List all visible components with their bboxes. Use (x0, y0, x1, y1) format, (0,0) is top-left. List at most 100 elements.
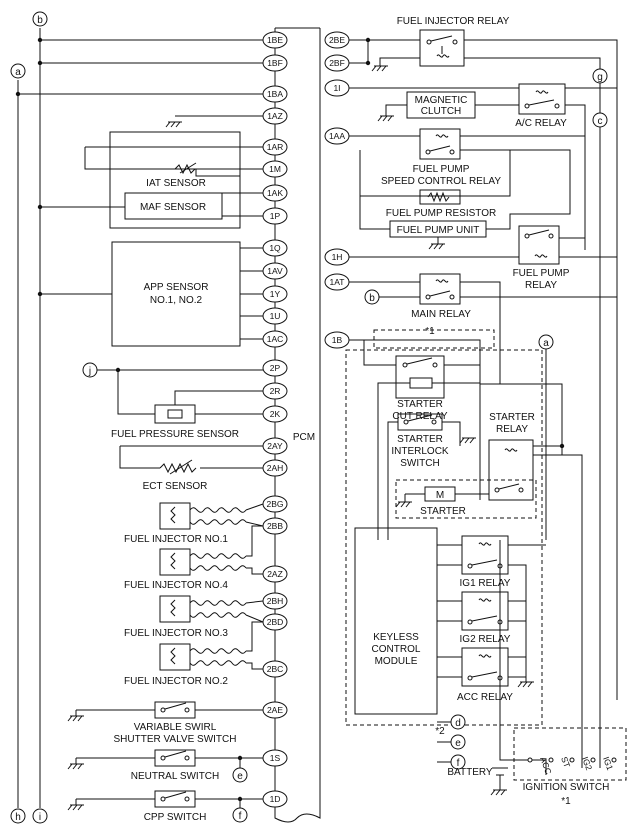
battery-ignition: BATTERY ACC ST IG2 IG1 IGNITION SWITCH *… (447, 540, 627, 807)
svg-text:1U: 1U (270, 311, 281, 321)
neutral-switch-label: NEUTRAL SWITCH (131, 771, 220, 782)
fpr-label-2: RELAY (525, 280, 557, 291)
battery-label: BATTERY (447, 767, 493, 778)
svg-text:2P: 2P (270, 363, 281, 373)
svg-text:1BE: 1BE (267, 35, 283, 45)
connector-c: c (598, 116, 603, 127)
svg-text:1AA: 1AA (329, 131, 345, 141)
interlock-label-1: STARTER (397, 434, 443, 445)
connector-b-top: b (32, 11, 48, 27)
pin-2AY: 2AY (262, 437, 288, 455)
starter-relay-label-1: STARTER (489, 412, 535, 423)
svg-text:1Y: 1Y (270, 289, 281, 299)
pcm-module: PCM (274, 27, 321, 823)
maf-sensor-label: MAF SENSOR (140, 202, 206, 213)
fpr-label-1: FUEL PUMP (513, 268, 570, 279)
pin-1M: 1M (262, 160, 288, 178)
pin-2BG: 2BG (262, 495, 288, 513)
starter-relay-label-2: RELAY (496, 424, 528, 435)
app-sensor: APP SENSOR NO.1, NO.2 (111, 241, 263, 347)
svg-text:IG2: IG2 (580, 755, 594, 772)
pin-2BF: 2BF (324, 54, 350, 72)
interlock-label-3: SWITCH (400, 458, 439, 469)
svg-text:2K: 2K (270, 409, 281, 419)
ig-relays: IG1 RELAY IG2 RELAY ACC RELAY (437, 535, 546, 703)
svg-text:1AV: 1AV (267, 266, 283, 276)
fpsc-label-1: FUEL PUMP (413, 164, 470, 175)
svg-text:a: a (15, 67, 21, 78)
app-sensor-label-1: APP SENSOR (144, 282, 209, 293)
svg-text:1AC: 1AC (267, 334, 284, 344)
connector-e-right: e (455, 738, 461, 749)
note-2: *2 (435, 726, 445, 737)
pin-1BA: 1BA (262, 85, 288, 103)
pcm-right-pins: 2BE 2BF 1I 1AA 1H 1AT 1B (324, 31, 350, 349)
pin-1AZ: 1AZ (262, 107, 288, 125)
pin-1S: 1S (262, 749, 288, 767)
kcm-label-3: MODULE (375, 656, 418, 667)
pin-1AK: 1AK (262, 184, 288, 202)
svg-text:2BB: 2BB (267, 521, 283, 531)
pin-2R: 2R (262, 382, 288, 400)
main-relay-label: MAIN RELAY (411, 309, 471, 320)
fuel-pump-speed-control-relay: FUEL PUMP SPEED CONTROL RELAY FUEL PUMP … (349, 128, 586, 250)
ignition-switch-label: IGNITION SWITCH (523, 782, 610, 793)
svg-text:2AE: 2AE (267, 705, 283, 715)
fuel-injector-relay-label: FUEL INJECTOR RELAY (397, 16, 510, 27)
fuel-pump-resistor-label: FUEL PUMP RESISTOR (386, 208, 496, 219)
starter-label: STARTER (420, 506, 466, 517)
left-bus-lines (17, 28, 41, 808)
magnetic-clutch-label-2: CLUTCH (421, 106, 462, 117)
fuel-injectors: FUEL INJECTOR NO.1 FUEL INJECTOR NO.4 FU… (124, 502, 264, 687)
pin-1H: 1H (324, 248, 350, 266)
svg-text:b: b (37, 15, 43, 26)
svg-text:1M: 1M (269, 164, 281, 174)
ignition-switch-contacts: ACC ST IG2 IG1 (527, 755, 617, 776)
iat-sensor-label: IAT SENSOR (146, 178, 206, 189)
pin-1D: 1D (262, 790, 288, 808)
pin-2P: 2P (262, 359, 288, 377)
pin-1U: 1U (262, 307, 288, 325)
ect-sensor-label: ECT SENSOR (143, 481, 208, 492)
connector-a-right: a (543, 338, 549, 349)
switches: VARIABLE SWIRL SHUTTER VALVE SWITCH e NE… (67, 701, 263, 823)
fuel-pump-relay: FUEL PUMP RELAY (349, 225, 617, 291)
fuel-pressure-sensor: j FUEL PRESSURE SENSOR (82, 362, 263, 440)
vss-label-1: VARIABLE SWIRL (134, 722, 217, 733)
cpp-switch-label: CPP SWITCH (144, 812, 207, 823)
ig1-relay-label: IG1 RELAY (460, 578, 511, 589)
pin-2AZ: 2AZ (262, 565, 288, 583)
svg-text:2BG: 2BG (266, 499, 283, 509)
svg-text:2AH: 2AH (267, 463, 284, 473)
pin-2BE: 2BE (324, 31, 350, 49)
pin-1AT: 1AT (324, 273, 350, 291)
svg-text:1AK: 1AK (267, 188, 283, 198)
magnetic-clutch-label-1: MAGNETIC (415, 95, 468, 106)
vss-label-2: SHUTTER VALVE SWITCH (114, 734, 237, 745)
pin-1Q: 1Q (262, 239, 288, 257)
pin-1P: 1P (262, 207, 288, 225)
connector-h: h (10, 808, 26, 824)
acc-relay-label: ACC RELAY (457, 692, 513, 703)
ac-relay-label: A/C RELAY (515, 118, 567, 129)
pin-2AH: 2AH (262, 459, 288, 477)
starter-area: *1 a STARTER CUT RELAY STARTER INTERLOCK… (345, 326, 583, 768)
pin-1AC: 1AC (262, 330, 288, 348)
svg-text:2AZ: 2AZ (267, 569, 283, 579)
starter-cut-relay-label-1: STARTER (397, 399, 443, 410)
svg-text:1Q: 1Q (269, 243, 281, 253)
svg-text:1H: 1H (332, 252, 343, 262)
svg-text:2AY: 2AY (267, 441, 283, 451)
connector-e-left: e (237, 771, 243, 782)
svg-text:h: h (15, 812, 21, 823)
fpsc-label-2: SPEED CONTROL RELAY (381, 176, 501, 187)
pcm-left-pins: 1BE 1BF 1BA 1AZ 1AR 1M 1AK 1P 1Q 1AV 1Y … (262, 31, 288, 808)
svg-text:1BA: 1BA (267, 89, 283, 99)
note-1-bottom: *1 (561, 796, 571, 807)
injector-3-label: FUEL INJECTOR NO.3 (124, 628, 228, 639)
svg-text:IG1: IG1 (601, 755, 615, 772)
connector-d: d (455, 718, 461, 729)
kcm-label-1: KEYLESS (373, 632, 419, 643)
kcm-label-2: CONTROL (372, 644, 421, 655)
